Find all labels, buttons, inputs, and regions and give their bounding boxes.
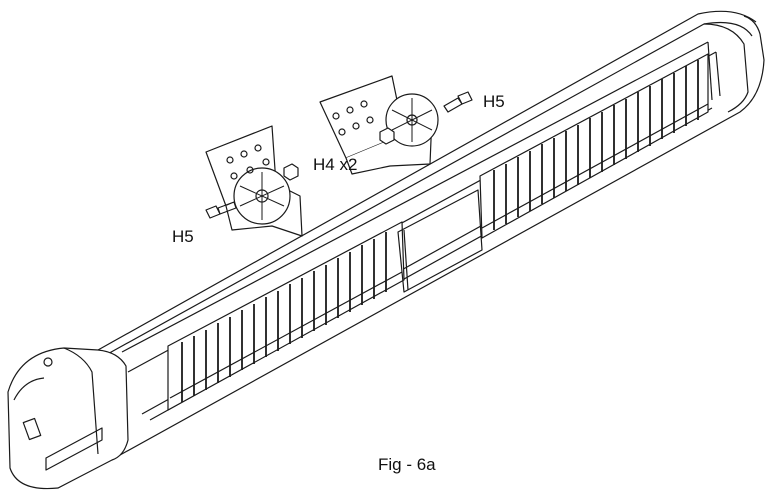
bolt-h5-right (443, 91, 473, 113)
bolt-h5-left (205, 201, 237, 219)
center-panel (397, 189, 483, 293)
grille-right (479, 53, 709, 239)
nut-h4-upper (379, 127, 395, 145)
grille-left (167, 221, 405, 411)
label-h5-left: H5 (172, 227, 194, 246)
nut-h4-lower (283, 163, 299, 181)
left-end-cap (7, 347, 129, 490)
label-h4-x2: H4 x2 (313, 155, 358, 174)
left-mounting-bracket (205, 125, 303, 237)
label-h5-top: H5 (483, 92, 505, 111)
figure-caption: Fig - 6a (378, 455, 436, 474)
